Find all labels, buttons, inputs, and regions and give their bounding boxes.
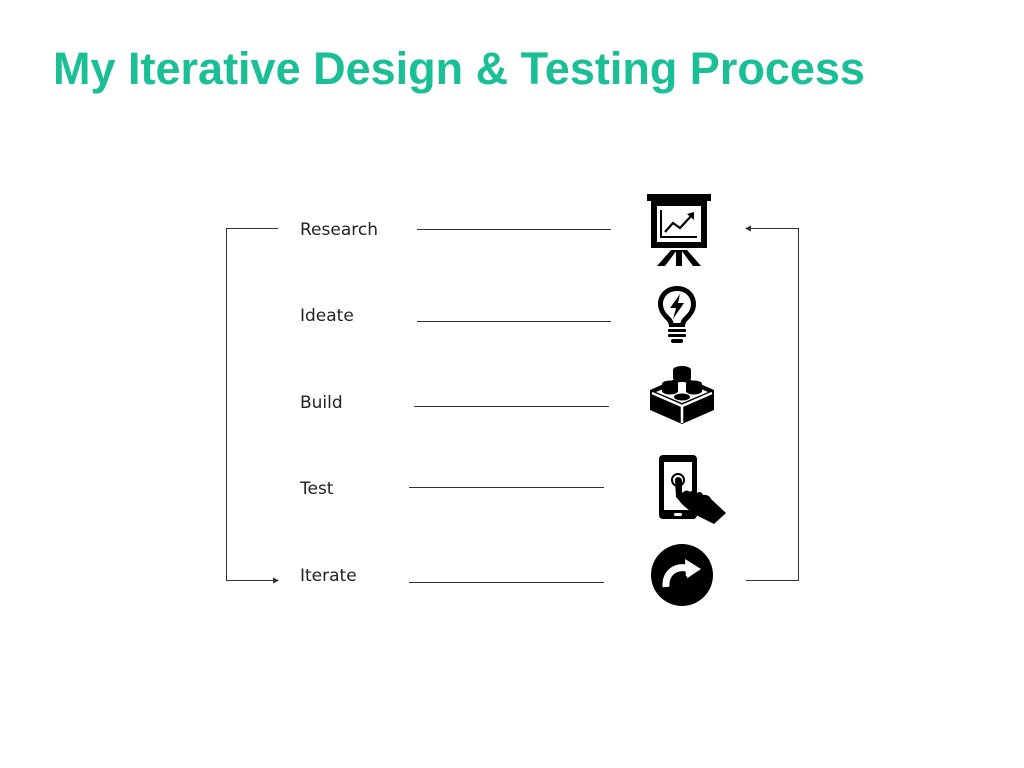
- redo-circle-icon: [651, 544, 713, 606]
- building-block-icon: [650, 366, 714, 424]
- lightbulb-icon: [658, 286, 696, 343]
- step-label-build: Build: [300, 393, 343, 413]
- step-label-iterate: Iterate: [300, 566, 357, 586]
- left-loop-bracket: [226, 228, 278, 581]
- step-label-ideate: Ideate: [300, 306, 354, 326]
- page-title: My Iterative Design & Testing Process: [53, 43, 865, 94]
- step-label-test: Test: [300, 479, 334, 499]
- tablet-touch-icon: [659, 455, 726, 524]
- step-label-research: Research: [300, 220, 378, 240]
- right-loop-bracket: [746, 228, 799, 581]
- presentation-chart-icon: [647, 194, 711, 266]
- left-arrowhead: [273, 577, 279, 584]
- right-arrowhead: [745, 225, 751, 232]
